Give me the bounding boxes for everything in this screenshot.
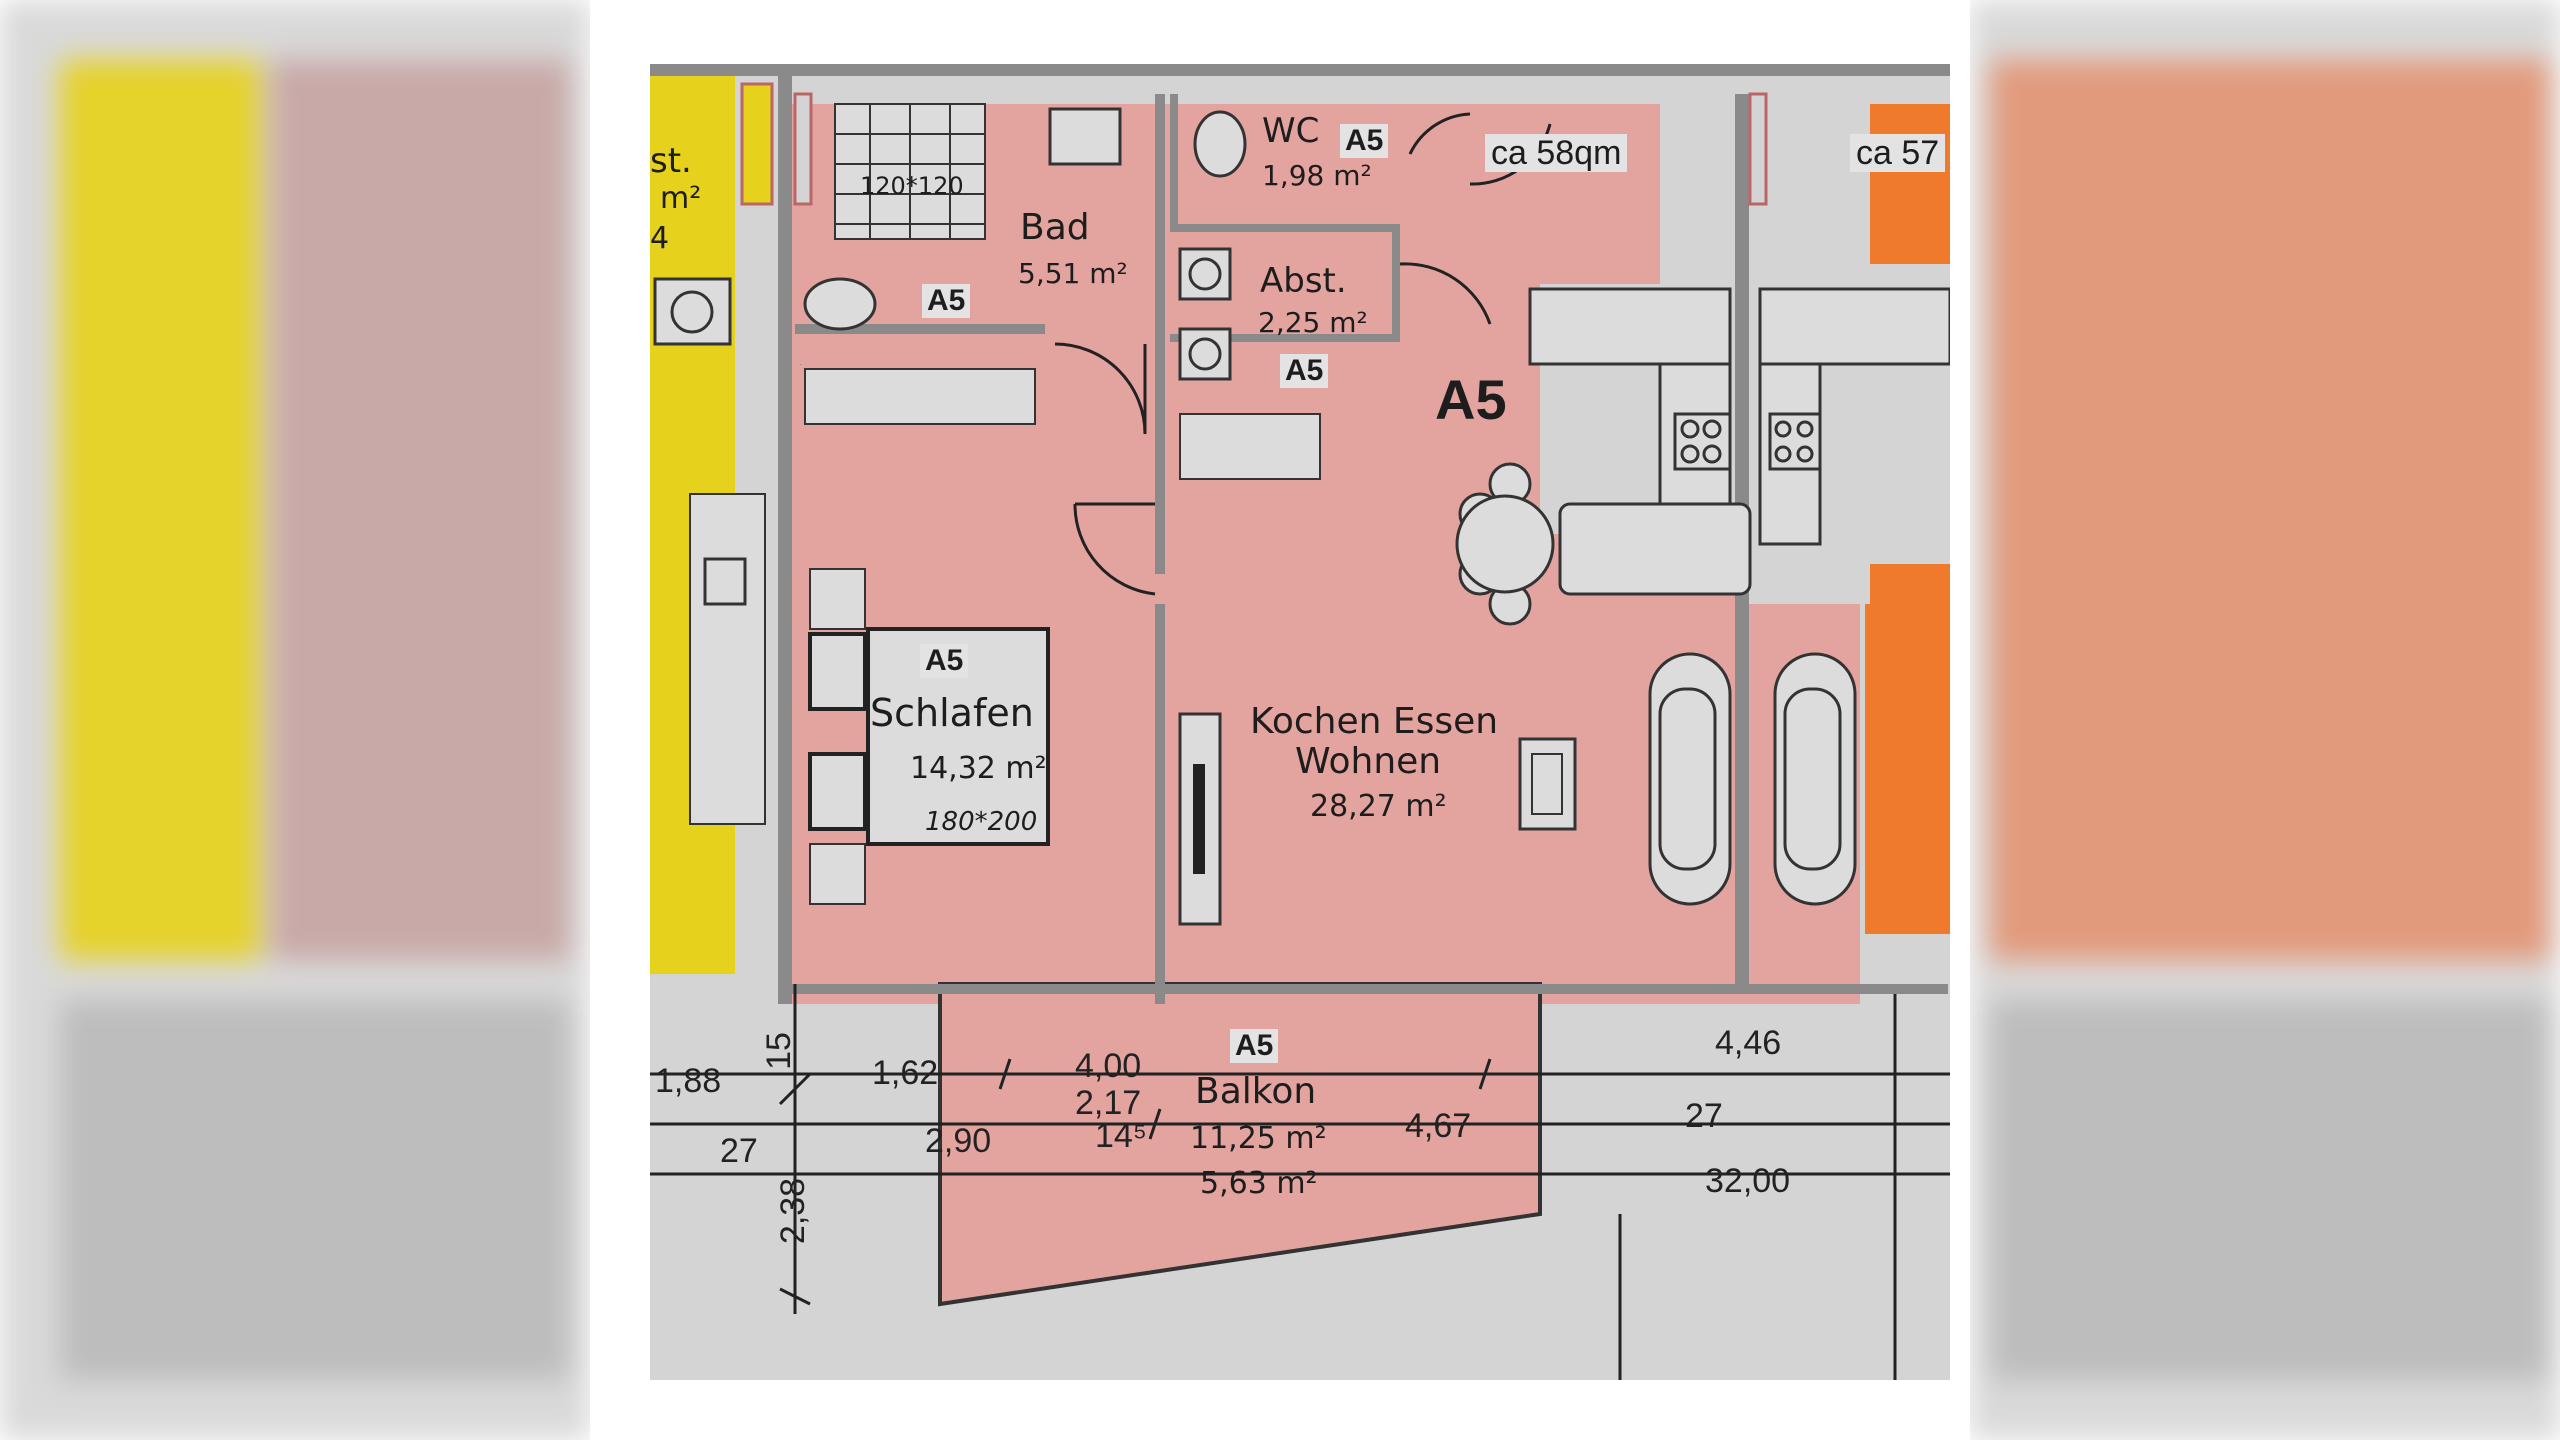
unit-size-label: ca 58qm [1485, 134, 1628, 172]
dim-10: 2,38 [774, 1177, 813, 1245]
dimension-lines [650, 984, 1950, 1380]
abst-unit-tag: A5 [1280, 354, 1329, 388]
fragment-text-2: m² [660, 181, 702, 216]
kochen-name-line2: Wohnen [1295, 741, 1442, 782]
shower-size-label: 120*120 [860, 172, 964, 200]
neighbour-size-label: ca 57 [1850, 134, 1946, 172]
wc-unit-tag: A5 [1340, 124, 1389, 158]
balkon-area-1: 11,25 m² [1190, 1121, 1327, 1156]
dim-5: 2,17 [1075, 1084, 1142, 1122]
dim-4: 4,00 [1075, 1047, 1142, 1085]
dim-13: 32,00 [1705, 1162, 1791, 1200]
bad-name: Bad [1020, 207, 1090, 248]
floor-plan: st. m² 4 120*120 Bad 5,51 m² A5 WC A5 1,… [650, 64, 1950, 1380]
schlafen-area: 14,32 m² [910, 751, 1047, 786]
wc-area: 1,98 m² [1262, 159, 1372, 192]
unit-heading: A5 [1435, 368, 1507, 431]
wc-name: WC [1262, 111, 1320, 151]
dim-7: 2,90 [925, 1122, 992, 1160]
floor-plan-drawing [650, 64, 1950, 1380]
bed-size-label: 180*200 [925, 807, 1038, 837]
dim-8: 14⁵ [1095, 1117, 1147, 1155]
balkon-area-2: 5,63 m² [1200, 1166, 1318, 1201]
balkon-unit-tag: A5 [1230, 1029, 1279, 1063]
dim-11: 4,46 [1715, 1024, 1782, 1062]
kochen-area: 28,27 m² [1310, 789, 1447, 824]
abst-area: 2,25 m² [1258, 306, 1368, 339]
blurred-background-right [1970, 0, 2560, 1440]
sofas [1648, 652, 1857, 906]
blurred-background-left [0, 0, 590, 1440]
bad-area: 5,51 m² [1018, 257, 1128, 290]
dim-12: 27 [1685, 1097, 1723, 1135]
abst-name: Abst. [1260, 261, 1347, 301]
dim-3: 1,62 [872, 1054, 939, 1092]
kochen-name-line1: Kochen Essen [1250, 701, 1499, 742]
schlafen-unit-tag: A5 [920, 644, 969, 678]
dining-table [1455, 462, 1752, 626]
fragment-text-1: st. [650, 141, 692, 181]
shower-tray [834, 103, 986, 240]
schlafen-name: Schlafen [870, 691, 1034, 735]
dim-9: 4,67 [1405, 1107, 1472, 1145]
dim-6: 27 [720, 1132, 758, 1170]
fragment-text-3: 4 [650, 221, 670, 256]
dim-1: 1,88 [655, 1062, 722, 1100]
bad-unit-tag: A5 [922, 284, 971, 318]
dim-2: 15 [759, 1032, 798, 1070]
balkon-name: Balkon [1195, 1071, 1317, 1112]
